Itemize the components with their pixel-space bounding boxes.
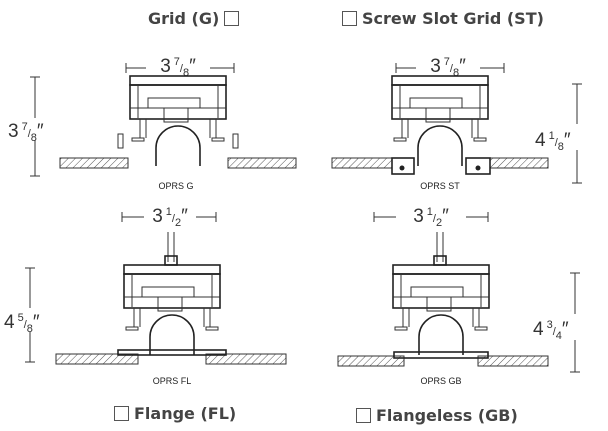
flange-checkbox[interactable] — [114, 406, 129, 421]
option-flange-label: Flange (FL) — [134, 404, 237, 423]
option-flangeless[interactable]: Flangeless (GB) — [356, 406, 518, 425]
model-label-fl: OPRS FL — [153, 376, 192, 386]
option-grid[interactable]: Grid (G) — [148, 9, 240, 28]
option-screw-slot-grid[interactable]: Screw Slot Grid (ST) — [342, 9, 544, 28]
flangeless-checkbox[interactable] — [356, 408, 371, 423]
option-grid-label: Grid (G) — [148, 9, 220, 28]
model-label-gb: OPRS GB — [420, 376, 461, 386]
model-label-st: OPRS ST — [420, 181, 460, 191]
option-flange[interactable]: Flange (FL) — [114, 404, 236, 423]
option-flangeless-label: Flangeless (GB) — [376, 406, 518, 425]
option-screw-slot-grid-label: Screw Slot Grid (ST) — [362, 9, 544, 28]
screw-slot-grid-checkbox[interactable] — [342, 11, 357, 26]
model-label-g: OPRS G — [158, 181, 193, 191]
grid-checkbox[interactable] — [224, 11, 240, 26]
